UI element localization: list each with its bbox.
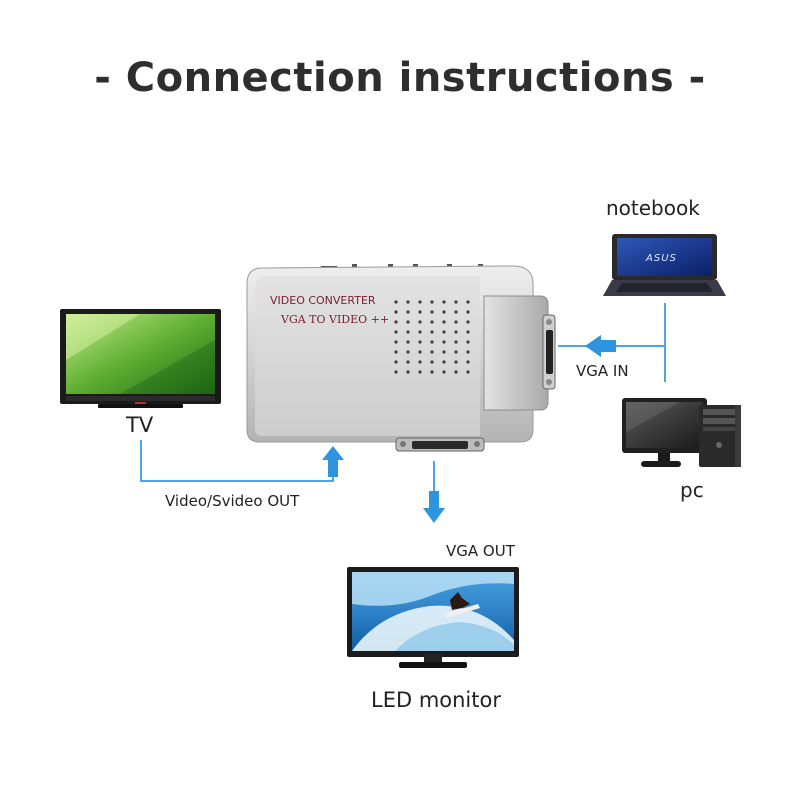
- vent-hole: [418, 370, 422, 374]
- vent-hole: [406, 330, 410, 334]
- vga-in-label: VGA IN: [576, 362, 629, 380]
- vga-in-connector: [542, 314, 556, 390]
- vent-hole: [454, 310, 458, 314]
- vent-hole: [466, 350, 470, 354]
- notebook-screen: [617, 238, 712, 276]
- vent-hole: [394, 350, 398, 354]
- vent-hole: [418, 310, 422, 314]
- vent-hole: [430, 340, 434, 344]
- vent-hole: [454, 330, 458, 334]
- vent-hole: [418, 350, 422, 354]
- vent-hole: [430, 350, 434, 354]
- vent-hole: [394, 360, 398, 364]
- vga-out-label: VGA OUT: [446, 542, 515, 560]
- vent-holes: [394, 300, 470, 374]
- vent-hole: [394, 370, 398, 374]
- notebook-label: notebook: [606, 196, 700, 220]
- vent-hole: [430, 310, 434, 314]
- vga-out-arrow: [423, 491, 445, 523]
- notebook: ASUS: [603, 234, 726, 296]
- vent-hole: [454, 300, 458, 304]
- converter-model-label: VGA TO VIDEO ++: [280, 313, 389, 326]
- vent-hole: [406, 350, 410, 354]
- vent-hole: [466, 320, 470, 324]
- vent-hole: [466, 310, 470, 314]
- vent-hole: [430, 330, 434, 334]
- vent-hole: [406, 300, 410, 304]
- vent-hole: [394, 310, 398, 314]
- arrows: [322, 335, 616, 523]
- vent-hole: [442, 360, 446, 364]
- vent-hole: [454, 340, 458, 344]
- vent-hole: [406, 340, 410, 344]
- vent-hole: [430, 360, 434, 364]
- vga-port-housing: [483, 295, 549, 411]
- vent-hole: [394, 340, 398, 344]
- vent-hole: [466, 330, 470, 334]
- video-out-arrow: [322, 446, 344, 477]
- vent-hole: [418, 320, 422, 324]
- vent-hole: [442, 320, 446, 324]
- video-converter: VIDEO CONVERTER VGA TO VIDEO ++: [246, 264, 556, 452]
- page-title: - Connection instructions -: [94, 55, 706, 101]
- tv-label: TV: [126, 413, 154, 437]
- led-monitor-label: LED monitor: [371, 688, 501, 712]
- vent-hole: [442, 340, 446, 344]
- pc-screen: [626, 402, 703, 448]
- vga-in-arrow: [585, 335, 616, 357]
- vent-hole: [430, 300, 434, 304]
- vent-hole: [394, 330, 398, 334]
- vent-hole: [430, 370, 434, 374]
- led-monitor: [347, 567, 519, 668]
- vent-hole: [454, 360, 458, 364]
- tv: [60, 309, 221, 408]
- notebook-logo: ASUS: [645, 253, 677, 264]
- vent-hole: [466, 300, 470, 304]
- pc-label: pc: [680, 478, 704, 502]
- vent-hole: [418, 300, 422, 304]
- vent-hole: [454, 350, 458, 354]
- vent-hole: [466, 360, 470, 364]
- vent-hole: [418, 340, 422, 344]
- vent-hole: [394, 320, 398, 324]
- vent-hole: [418, 360, 422, 364]
- vga-out-connector: [395, 437, 485, 452]
- vent-hole: [466, 370, 470, 374]
- vent-hole: [454, 320, 458, 324]
- vent-hole: [442, 350, 446, 354]
- vent-hole: [454, 370, 458, 374]
- vent-hole: [442, 330, 446, 334]
- video-out-label: Video/Svideo OUT: [165, 492, 300, 510]
- vent-hole: [418, 330, 422, 334]
- vent-hole: [442, 300, 446, 304]
- converter-brand-label: VIDEO CONVERTER: [270, 294, 376, 307]
- vent-hole: [406, 360, 410, 364]
- vent-hole: [406, 320, 410, 324]
- vent-hole: [394, 300, 398, 304]
- vent-hole: [442, 310, 446, 314]
- pc: [622, 398, 741, 467]
- tv-to-converter-line: [140, 440, 334, 482]
- vent-hole: [406, 370, 410, 374]
- vent-hole: [430, 320, 434, 324]
- vent-hole: [466, 340, 470, 344]
- pc-tower: [699, 405, 741, 467]
- vent-hole: [442, 370, 446, 374]
- vent-hole: [406, 310, 410, 314]
